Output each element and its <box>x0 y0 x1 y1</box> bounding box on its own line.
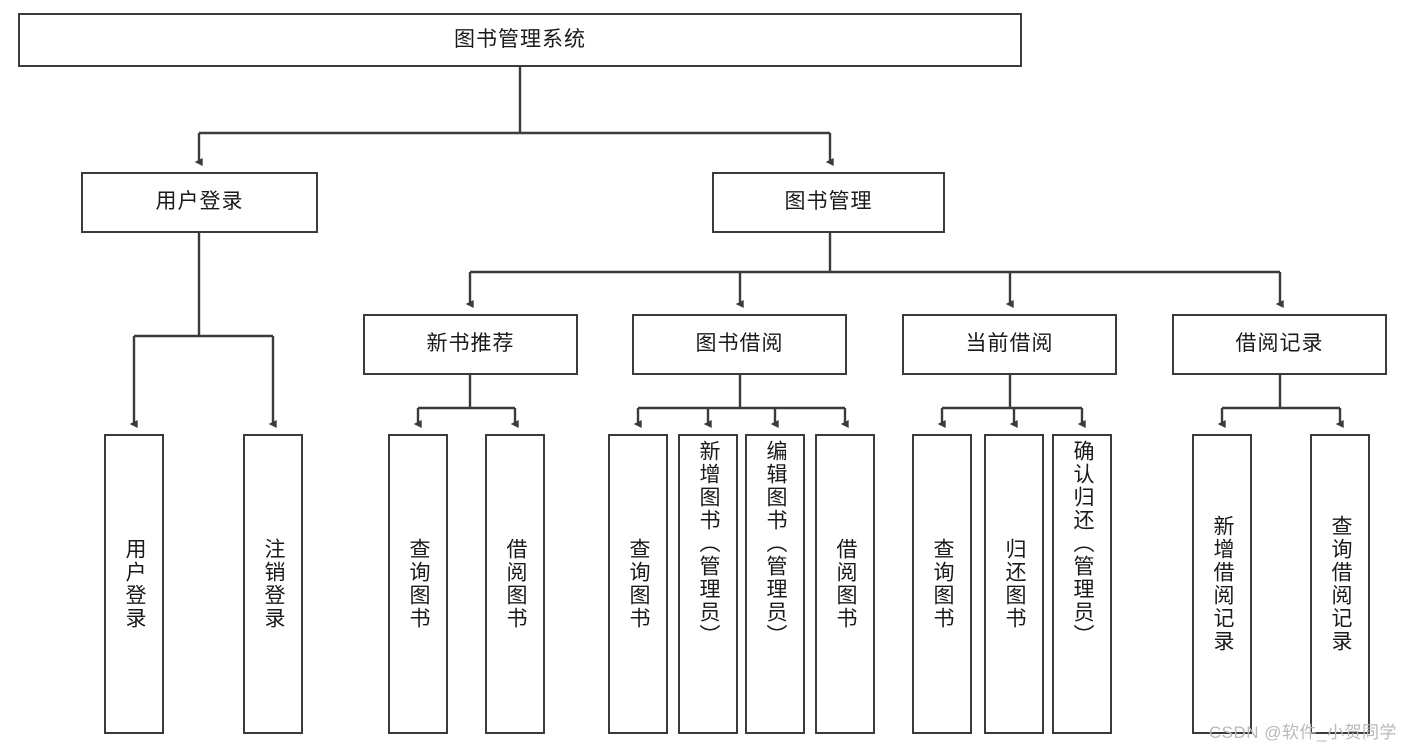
node-leaf-user-login-label: 用户登录 <box>123 538 147 630</box>
node-leaf-borrow-book-2[interactable]: 借阅图书 <box>815 434 875 734</box>
node-leaf-confirm-return-admin[interactable]: 确认归还（管理员） <box>1052 434 1112 734</box>
node-current-borrow-label: 当前借阅 <box>965 332 1054 356</box>
node-leaf-borrow-book-2-label: 借阅图书 <box>834 538 858 630</box>
node-user-login[interactable]: 用户登录 <box>81 172 318 233</box>
node-leaf-query-book-1-label: 查询图书 <box>407 538 431 630</box>
node-leaf-borrow-book-1[interactable]: 借阅图书 <box>485 434 545 734</box>
node-leaf-add-borrow-record-label: 新增借阅记录 <box>1211 515 1235 653</box>
node-book-borrow[interactable]: 图书借阅 <box>632 314 847 375</box>
node-current-borrow[interactable]: 当前借阅 <box>902 314 1117 375</box>
node-leaf-borrow-book-1-label: 借阅图书 <box>504 538 528 630</box>
node-leaf-add-book-admin[interactable]: 新增图书（管理员） <box>678 434 738 734</box>
node-book-borrow-label: 图书借阅 <box>695 332 784 356</box>
node-leaf-query-borrow-record[interactable]: 查询借阅记录 <box>1310 434 1370 734</box>
node-leaf-logout-label: 注销登录 <box>262 538 286 630</box>
node-user-login-label: 用户登录 <box>155 190 244 214</box>
node-borrow-record-label: 借阅记录 <box>1235 332 1324 356</box>
node-leaf-user-login[interactable]: 用户登录 <box>104 434 164 734</box>
node-book-manage[interactable]: 图书管理 <box>712 172 945 233</box>
node-new-book-recommend[interactable]: 新书推荐 <box>363 314 578 375</box>
node-leaf-query-book-2[interactable]: 查询图书 <box>608 434 668 734</box>
node-leaf-edit-book-admin-label: 编辑图书（管理员） <box>764 440 788 647</box>
node-borrow-record[interactable]: 借阅记录 <box>1172 314 1387 375</box>
node-leaf-query-book-2-label: 查询图书 <box>627 538 651 630</box>
node-leaf-query-book-3-label: 查询图书 <box>931 538 955 630</box>
node-leaf-add-borrow-record[interactable]: 新增借阅记录 <box>1192 434 1252 734</box>
node-leaf-query-book-1[interactable]: 查询图书 <box>388 434 448 734</box>
node-leaf-add-book-admin-label: 新增图书（管理员） <box>697 440 721 647</box>
node-leaf-return-book[interactable]: 归还图书 <box>984 434 1044 734</box>
node-leaf-query-book-3[interactable]: 查询图书 <box>912 434 972 734</box>
node-leaf-return-book-label: 归还图书 <box>1003 538 1027 630</box>
node-new-book-recommend-label: 新书推荐 <box>426 332 515 356</box>
node-root[interactable]: 图书管理系统 <box>18 13 1022 67</box>
node-book-manage-label: 图书管理 <box>784 190 873 214</box>
node-leaf-confirm-return-admin-label: 确认归还（管理员） <box>1071 440 1095 647</box>
node-leaf-query-borrow-record-label: 查询借阅记录 <box>1329 515 1353 653</box>
node-leaf-logout[interactable]: 注销登录 <box>243 434 303 734</box>
node-root-label: 图书管理系统 <box>454 27 586 51</box>
node-leaf-edit-book-admin[interactable]: 编辑图书（管理员） <box>745 434 805 734</box>
